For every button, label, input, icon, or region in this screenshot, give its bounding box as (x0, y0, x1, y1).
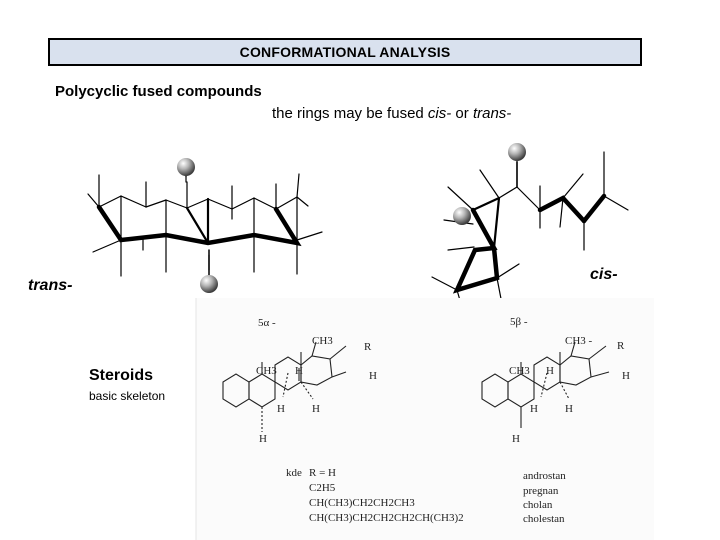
subtitle-prefix: the rings may be fused (272, 105, 428, 122)
label-basic-skeleton: basic skeleton (89, 389, 166, 403)
label-trans: trans- (28, 277, 73, 294)
cis-decalin-structure (431, 151, 629, 319)
label-5beta: 5β - (510, 316, 528, 328)
label-ch3-top-beta: CH3 - (565, 335, 593, 347)
label-steroids: Steroids (89, 367, 154, 384)
label-name-androstan: androstan (523, 470, 566, 482)
subtitle-or: or (451, 105, 473, 122)
label-r-beta: R (617, 340, 625, 352)
slide-title: CONFORMATIONAL ANALYSIS (239, 44, 451, 60)
title-box: CONFORMATIONAL ANALYSIS (48, 38, 642, 66)
atom-ball-bottom (200, 275, 218, 293)
label-ch3-alpha: CH3 (256, 365, 277, 377)
label-ch3-top-alpha: CH3 (312, 335, 333, 347)
label-substituent-2: CH(CH3)CH2CH2CH3 (309, 497, 415, 509)
label-substituent-1: C2H5 (309, 482, 336, 494)
steroid-scan-region (195, 298, 654, 540)
label-h-alpha-5: H (259, 433, 267, 445)
label-h-beta-2: H (622, 370, 630, 382)
label-h-beta-4: H (565, 403, 573, 415)
atom-ball-side-cis (453, 207, 471, 225)
atom-ball-top-cis (508, 143, 526, 161)
subtitle-cis: cis- (427, 105, 452, 122)
label-h-beta-5: H (512, 433, 520, 445)
steroid-5alpha-skeleton (222, 341, 347, 432)
label-cis: cis- (590, 266, 618, 283)
label-kde: kde (286, 467, 302, 479)
subtitle-trans: trans- (472, 105, 512, 122)
label-r-eq: R = H (309, 467, 336, 479)
label-name-cholestan: cholestan (523, 513, 565, 525)
atom-ball-top (177, 158, 195, 176)
label-h-alpha-2: H (369, 370, 377, 382)
label-5alpha: 5α - (258, 317, 276, 329)
label-h-beta-3: H (530, 403, 538, 415)
trans-decalin-structure (87, 167, 323, 277)
label-r-alpha: R (364, 341, 372, 353)
label-h-alpha-1: H (295, 365, 303, 377)
label-h-alpha-3: H (277, 403, 285, 415)
heading: Polycyclic fused compounds (55, 83, 262, 100)
label-name-pregnan: pregnan (523, 485, 559, 497)
label-name-cholan: cholan (523, 499, 553, 511)
label-ch3-beta: CH3 (509, 365, 530, 377)
label-substituent-3: CH(CH3)CH2CH2CH2CH(CH3)2 (309, 512, 464, 524)
subtitle: the rings may be fused cis- or trans- (272, 105, 511, 122)
label-h-alpha-4: H (312, 403, 320, 415)
steroid-5beta-skeleton (481, 341, 610, 428)
label-h-beta-1: H (546, 365, 554, 377)
